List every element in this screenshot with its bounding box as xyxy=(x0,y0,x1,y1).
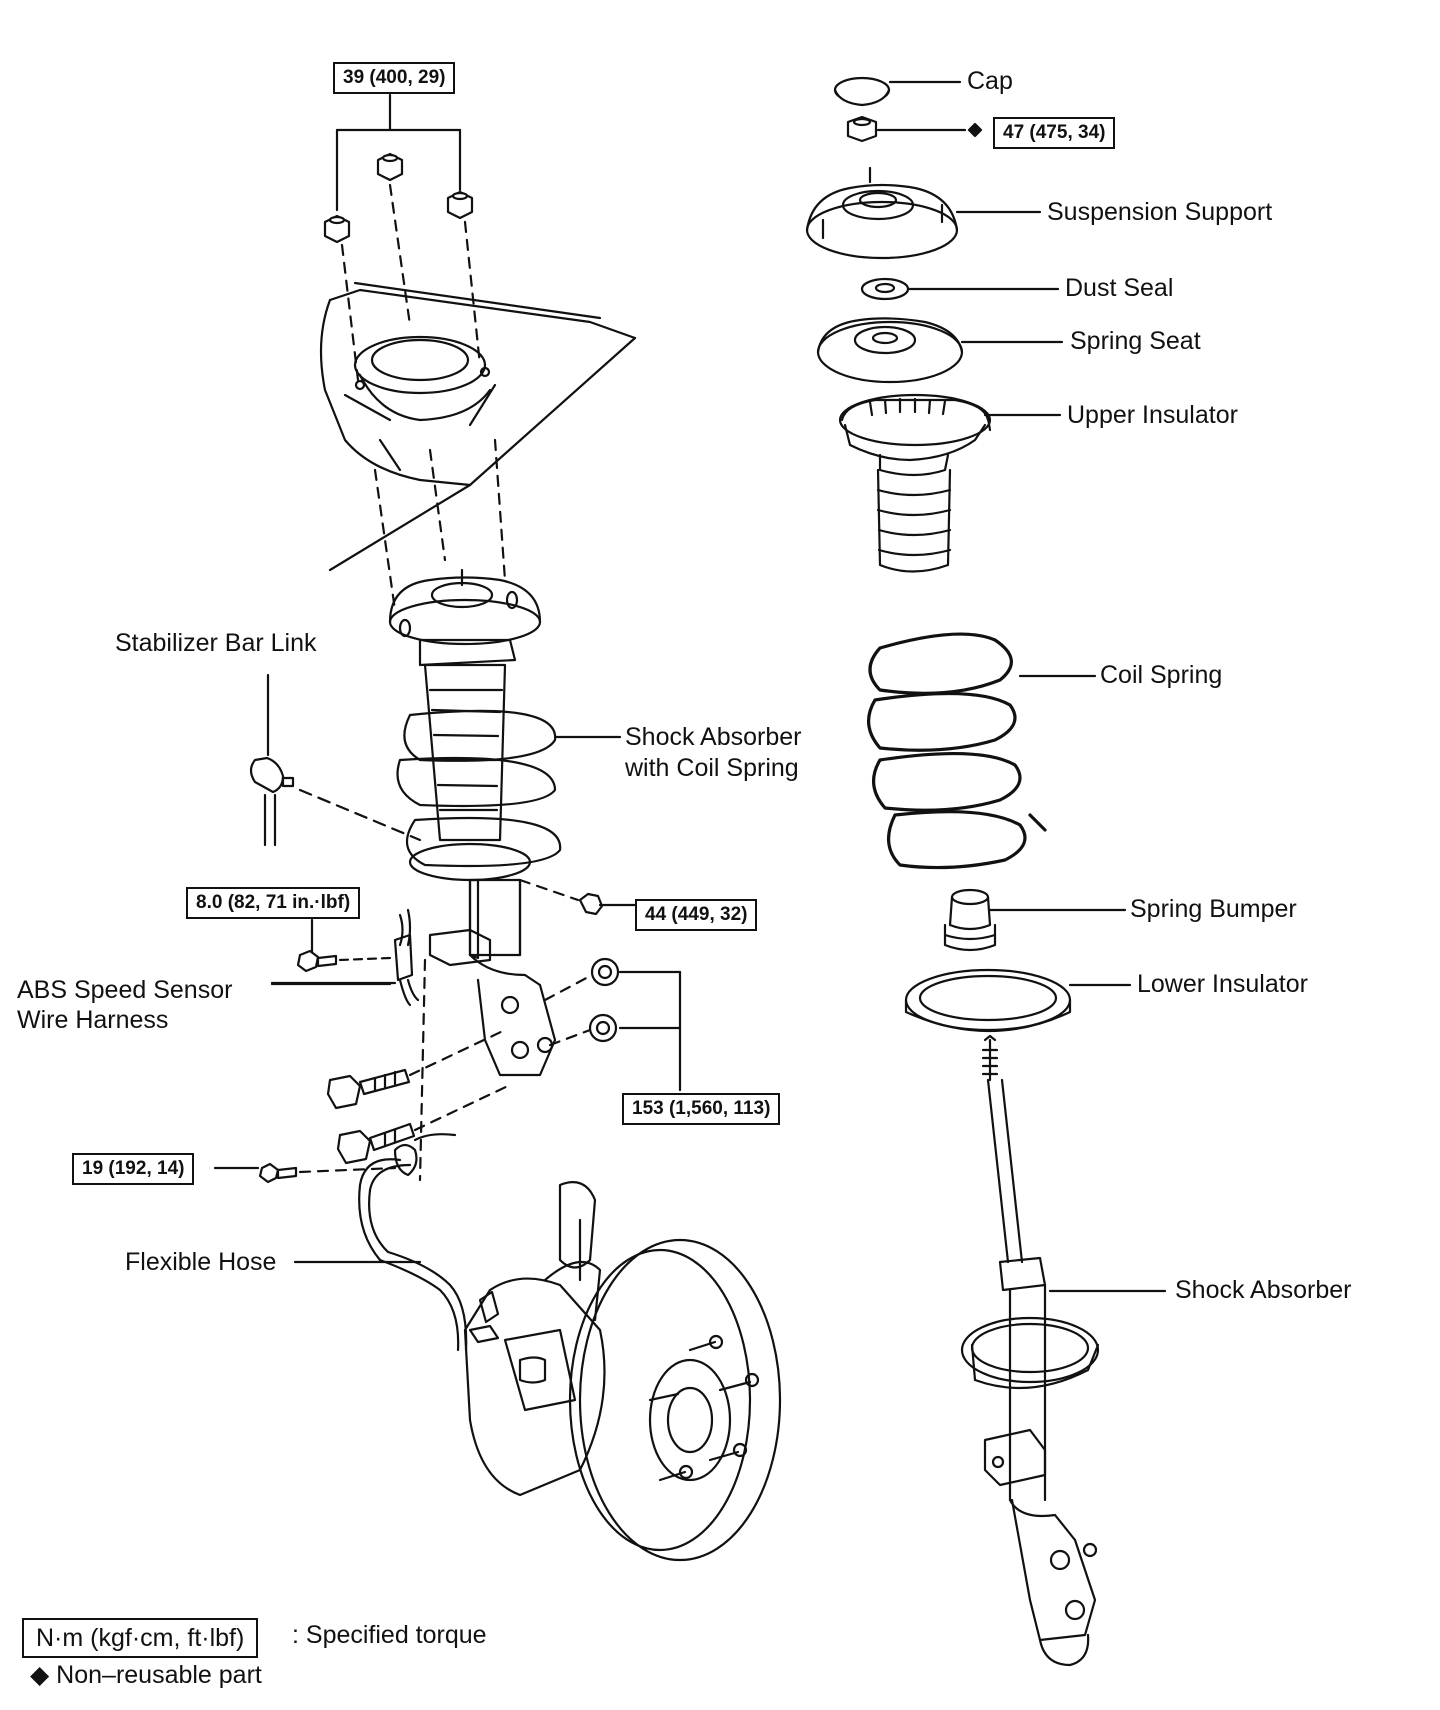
top-nut-icon xyxy=(323,152,474,244)
top-nut-bracket xyxy=(335,93,462,212)
torque-44-box: 44 (449, 32) xyxy=(635,899,758,931)
torque-39-box: 39 (400, 29) xyxy=(333,62,456,94)
torque-47-box: 47 (475, 34) xyxy=(993,117,1116,149)
suspension-support-icon xyxy=(805,166,959,260)
nonreusable-marker xyxy=(967,122,983,138)
nut-44-icon xyxy=(518,878,637,916)
label-lower-insulator: Lower Insulator xyxy=(1137,970,1308,998)
spring-seat-icon xyxy=(816,317,964,384)
dust-seal-icon xyxy=(860,277,910,301)
brake-caliper-icon xyxy=(463,1277,606,1497)
torque-153-box: 153 (1,560, 113) xyxy=(622,1093,781,1125)
shock-with-coil-spring-icon xyxy=(388,568,562,1077)
nut-dash-lines xyxy=(340,183,507,612)
bolts-icon xyxy=(326,1028,512,1165)
strut-tower-icon xyxy=(319,281,637,572)
label-cap: Cap xyxy=(967,67,1013,95)
cap-icon xyxy=(833,76,891,107)
label-coil-spring: Coil Spring xyxy=(1100,661,1223,689)
label-spring-bumper: Spring Bumper xyxy=(1130,895,1297,923)
legend-unit-box: N·m (kgf·cm, ft·lbf) xyxy=(22,1618,259,1658)
legend-unit-text: : Specified torque xyxy=(292,1621,487,1649)
nuts-153-bracket xyxy=(543,970,682,1092)
upper-insulator-icon xyxy=(838,393,992,573)
nuts-153-icon xyxy=(588,957,620,1043)
legend-nonreusable: ◆ Non–reusable part xyxy=(30,1661,262,1689)
label-spring-seat: Spring Seat xyxy=(1070,327,1201,355)
coil-spring-icon xyxy=(867,632,1047,870)
brake-disc-icon xyxy=(543,1181,782,1562)
label-suspension-support: Suspension Support xyxy=(1047,198,1273,226)
label-shock-with-coil-line2: with Coil Spring xyxy=(625,754,799,782)
label-flexible-hose: Flexible Hose xyxy=(125,1248,277,1276)
nut-47-icon xyxy=(846,115,878,143)
label-shock-absorber: Shock Absorber xyxy=(1175,1276,1352,1304)
label-dust-seal: Dust Seal xyxy=(1065,274,1174,302)
label-abs-line2: Wire Harness xyxy=(17,1006,169,1034)
spring-bumper-icon xyxy=(943,888,997,952)
label-abs-line1: ABS Speed Sensor xyxy=(17,976,233,1004)
flexible-hose-icon xyxy=(213,1133,468,1352)
label-shock-with-coil-line1: Shock Absorber xyxy=(625,723,802,751)
shock-absorber-icon xyxy=(960,1034,1100,1667)
label-upper-insulator: Upper Insulator xyxy=(1067,401,1238,429)
torque-8-box: 8.0 (82, 71 in.·lbf) xyxy=(186,887,361,919)
abs-bracket-icon xyxy=(270,908,492,1182)
torque-19-box: 19 (192, 14) xyxy=(72,1153,195,1185)
stabilizer-bar-link-icon xyxy=(249,673,422,847)
lower-insulator-icon xyxy=(904,968,1072,1033)
label-stabilizer-bar-link: Stabilizer Bar Link xyxy=(115,629,317,657)
